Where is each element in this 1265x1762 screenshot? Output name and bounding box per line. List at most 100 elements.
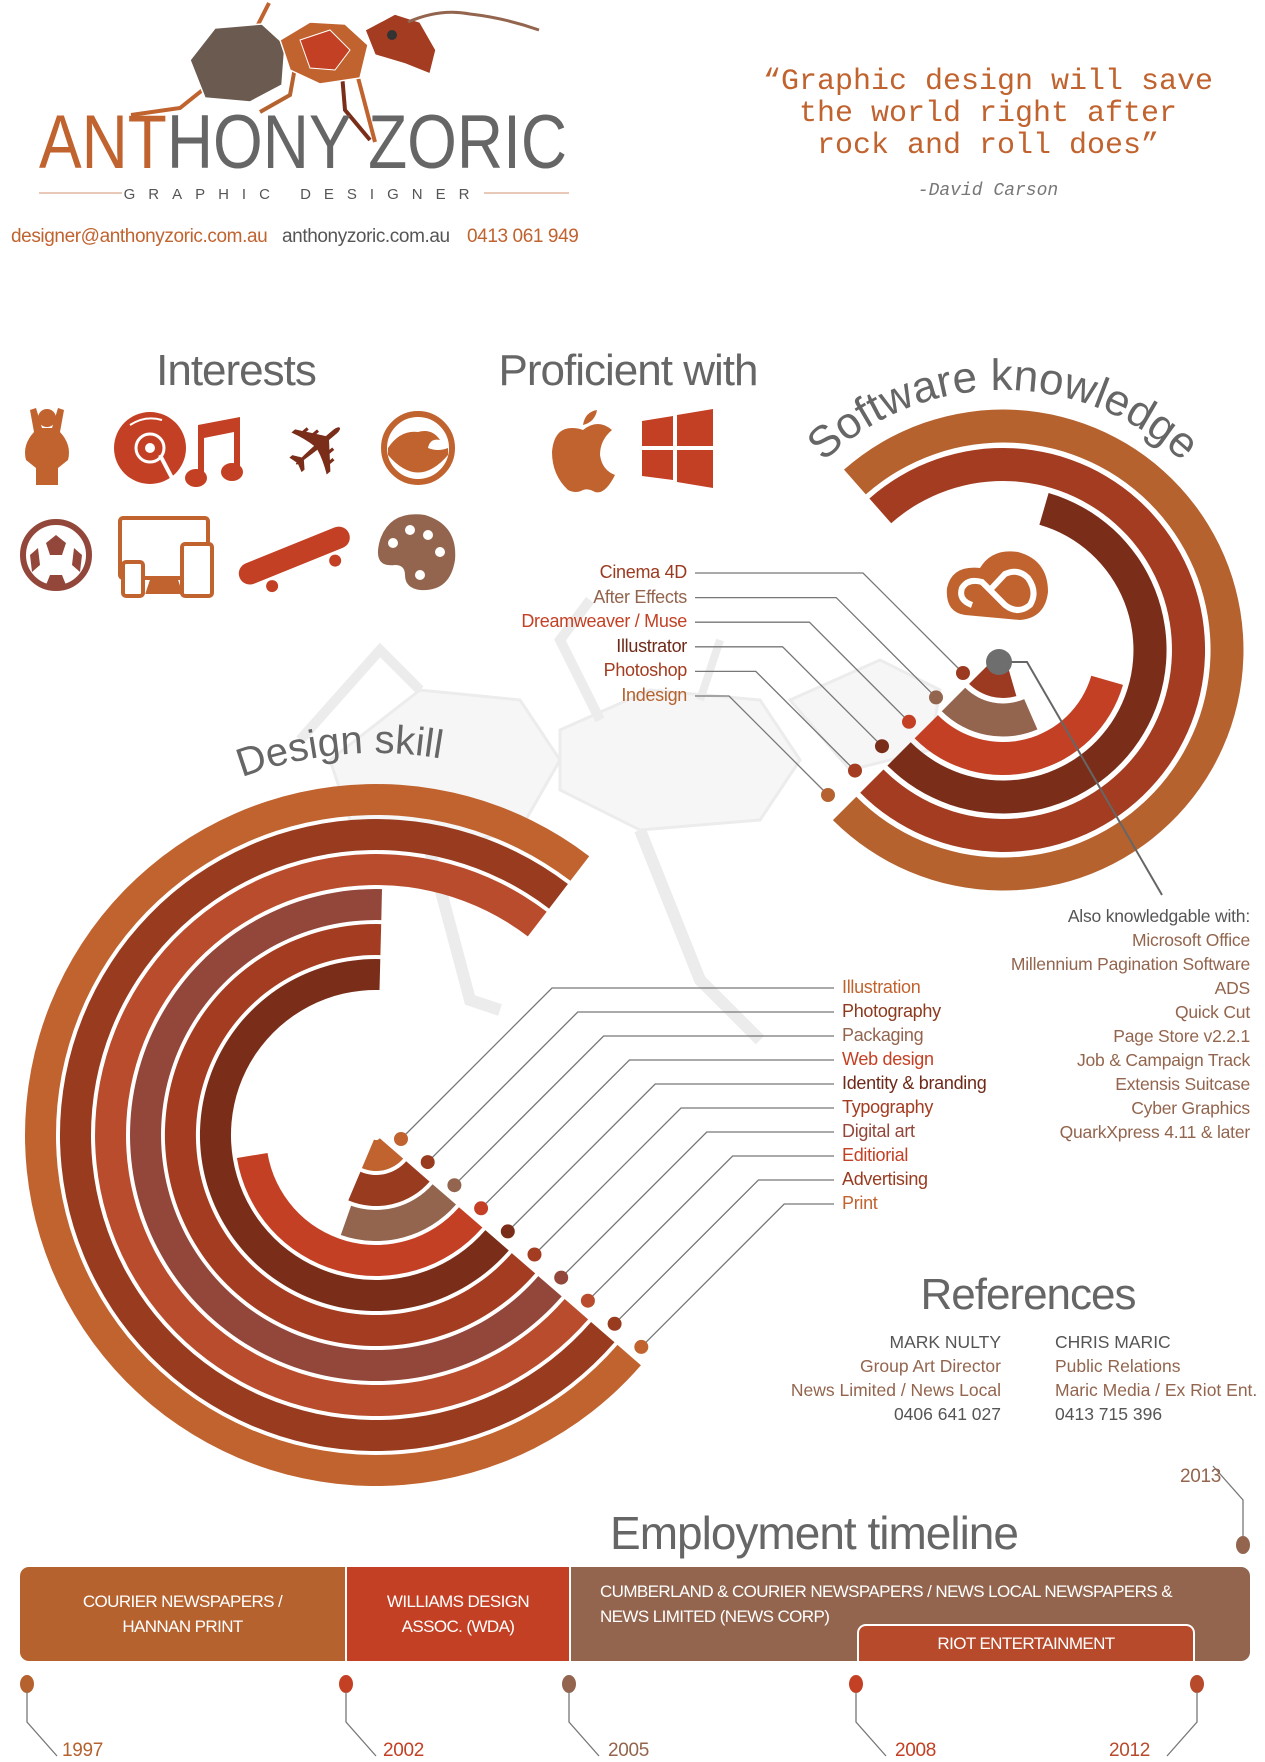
also-knowledgable-leader (986, 649, 1163, 896)
ring-bar (941, 687, 1038, 737)
timeline-markers (20, 1465, 1250, 1757)
chart-category-label: Photoshop (603, 660, 688, 681)
leader-line (560, 1131, 834, 1279)
year-marker-dot (1190, 1675, 1204, 1693)
leader-dot (447, 1178, 462, 1193)
leader-dot (956, 666, 970, 680)
leader-line (695, 646, 883, 747)
employment-timeline-title: Employment timeline (610, 1507, 1019, 1559)
email-link[interactable]: designer@anthonyzoric.com.au (11, 226, 268, 247)
svg-text:ANTHONY ZORIC: ANTHONY ZORIC (39, 100, 567, 185)
chart-category-label: Web design (842, 1049, 934, 1069)
leader-line (640, 1203, 834, 1348)
year-marker-dot (1236, 1536, 1250, 1554)
quote-author: -David Carson (917, 181, 1059, 201)
year-leader-line (345, 1692, 377, 1757)
year-leader-line (1166, 1692, 1198, 1757)
year-leader-line (26, 1692, 58, 1757)
reference-title: Public Relations (1055, 1356, 1181, 1376)
chart-category-label: Print (842, 1193, 878, 1213)
skateboard-icon (238, 526, 350, 593)
list-item: QuarkXpress 4.11 & later (1059, 1122, 1251, 1142)
ring-bar (340, 1184, 456, 1242)
leader-dot (821, 788, 835, 802)
ring-bar (860, 447, 1206, 852)
also-knowledgable-dot (986, 649, 1012, 675)
ring-bar (164, 924, 536, 1347)
sub-segment-label: RIOT ENTERTAINMENT (937, 1634, 1115, 1653)
ring-bar (24, 784, 641, 1487)
leader-dot (580, 1293, 595, 1308)
music-note-icon (185, 417, 243, 487)
leader-line (587, 1155, 834, 1302)
segment-label: CUMBERLAND & COURIER NEWSPAPERS / NEWS L… (600, 1582, 1173, 1601)
leader-line (400, 987, 834, 1140)
website-link[interactable]: anthonyzoric.com.au (282, 226, 450, 247)
year-marker-dot (339, 1675, 353, 1693)
leader-dot (500, 1224, 515, 1239)
design-skill-chart (24, 784, 834, 1487)
timeline-sub-segment: RIOT ENTERTAINMENT (857, 1624, 1195, 1661)
leader-dot (394, 1132, 408, 1146)
leader-dot (848, 763, 862, 778)
person-icon (25, 408, 69, 485)
reference-company: Maric Media / Ex Riot Ent. (1055, 1380, 1258, 1400)
leader-line (534, 1107, 834, 1255)
leader-line (614, 1179, 834, 1325)
also-knowledgable-heading: Also knowledgable with: (1067, 906, 1250, 926)
ring-bar (95, 854, 589, 1417)
year-marker-dot (562, 1675, 576, 1693)
quote-line: rock and roll does” (816, 129, 1160, 163)
year-label: 2013 (1180, 1466, 1222, 1487)
phone-link[interactable]: 0413 061 949 (467, 226, 579, 247)
reference-name: CHRIS MARIC (1055, 1332, 1171, 1352)
quote-line: the world right after (798, 97, 1178, 131)
chart-category-label: Illustrator (616, 635, 687, 656)
list-item: ADS (1214, 978, 1251, 998)
chart-category-label: Photography (842, 1001, 941, 1021)
leader-line (480, 1059, 834, 1209)
references-title: References (920, 1270, 1136, 1319)
wave-icon (381, 411, 455, 485)
leader-line (695, 695, 829, 796)
windows-icon (642, 409, 713, 488)
chart-category-label: Identity & branding (842, 1073, 987, 1093)
segment-label: COURIER NEWSPAPERS / (82, 1592, 283, 1611)
year-marker-dot (849, 1675, 863, 1693)
chart-category-label: Advertising (842, 1169, 928, 1189)
year-leader-line (1212, 1465, 1244, 1536)
list-item: Millennium Pagination Software (1010, 954, 1250, 974)
subtitle: GRAPHIC DESIGNER (124, 186, 483, 203)
year-label: 2008 (895, 1740, 937, 1761)
ant-logo (130, 2, 540, 143)
leader-dot (902, 714, 916, 729)
quote: “Graphic design will save the world righ… (700, 66, 1265, 162)
leader-dot (420, 1155, 435, 1170)
leader-dot (634, 1339, 649, 1354)
year-label: 2005 (608, 1740, 650, 1761)
year-marker-dot (20, 1675, 34, 1693)
year-label: 1997 (62, 1740, 104, 1761)
segment-label: ASSOC. (WDA) (401, 1617, 515, 1636)
leader-dot (527, 1247, 542, 1262)
ring-bar (348, 1161, 430, 1207)
reference-phone: 0406 641 027 (893, 1404, 1001, 1424)
chart-category-label: Packaging (842, 1025, 924, 1045)
adobe-creative-cloud-icon (946, 551, 1048, 620)
airplane-icon: ✈ (263, 390, 374, 504)
leader-line (695, 596, 937, 698)
software-knowledge-chart (695, 409, 1244, 891)
chart-category-label: Indesign (621, 685, 687, 705)
leader-line (695, 621, 910, 723)
ring-bar (832, 409, 1244, 891)
leader-line (695, 572, 964, 674)
reference-title: Group Art Director (859, 1356, 1001, 1376)
segment-label: HANNAN PRINT (122, 1617, 243, 1636)
timeline-segment: COURIER NEWSPAPERS / HANNAN PRINT (20, 1567, 345, 1661)
quote-line: “Graphic design will save (762, 65, 1214, 99)
reference-company: News Limited / News Local (790, 1380, 1001, 1400)
name-wordmark: ANTHONY ZORIC (39, 100, 567, 185)
reference-name: MARK NULTY (889, 1332, 1002, 1352)
ring-bar (130, 889, 562, 1382)
